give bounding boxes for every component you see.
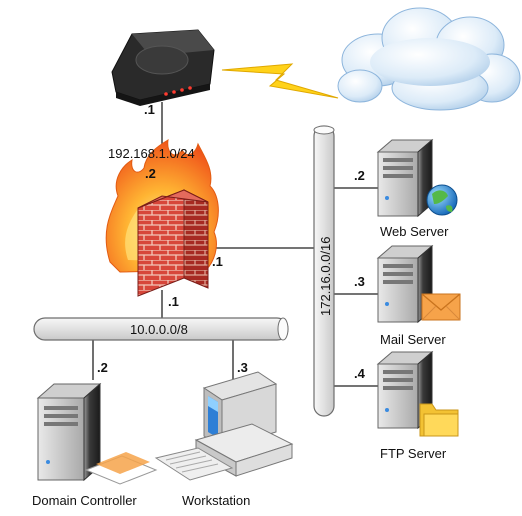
envelope-icon <box>421 293 461 321</box>
domain-controller-label: Domain Controller <box>32 493 137 508</box>
server-tower-icon <box>36 382 102 482</box>
mail-server-label: Mail Server <box>380 332 446 347</box>
mail-server <box>376 244 461 324</box>
folder-icon <box>419 403 459 437</box>
modem-host-id: .1 <box>144 102 155 117</box>
workstation <box>154 371 294 481</box>
server-tower-icon <box>376 138 434 218</box>
domain-controller <box>36 382 158 485</box>
workstation-label: Workstation <box>182 493 250 508</box>
document-icon <box>84 452 158 485</box>
wan-subnet-label: 192.168.1.0/24 <box>108 146 195 161</box>
workstation-host-id: .3 <box>237 360 248 375</box>
lan-bus <box>33 317 289 341</box>
mail-server-host-id: .3 <box>354 274 365 289</box>
firewall-lan-host-id: .1 <box>168 294 179 309</box>
server-tower-icon <box>376 350 434 430</box>
globe-icon <box>426 184 458 216</box>
web-server <box>376 138 458 218</box>
firewall-wan-host-id: .2 <box>145 166 156 181</box>
dmz-subnet-label: 172.16.0.0/16 <box>318 236 333 316</box>
labels: .1 192.168.1.0/24 .2 .1 .1 172.16.0.0/16… <box>32 102 449 508</box>
firewall-icon <box>105 139 219 297</box>
web-server-label: Web Server <box>380 224 449 239</box>
lightning-icon <box>221 63 339 99</box>
modem-icon <box>111 29 215 106</box>
lan-subnet-label: 10.0.0.0/8 <box>130 322 188 337</box>
internet-cloud <box>337 7 521 111</box>
ftp-server-host-id: .4 <box>354 366 366 381</box>
workstation-icon <box>154 371 294 481</box>
dmz-bus <box>313 125 335 417</box>
firewall-dmz-host-id: .1 <box>212 254 223 269</box>
ftp-server-label: FTP Server <box>380 446 447 461</box>
ftp-server <box>376 350 459 437</box>
web-server-host-id: .2 <box>354 168 365 183</box>
domain-controller-host-id: .2 <box>97 360 108 375</box>
